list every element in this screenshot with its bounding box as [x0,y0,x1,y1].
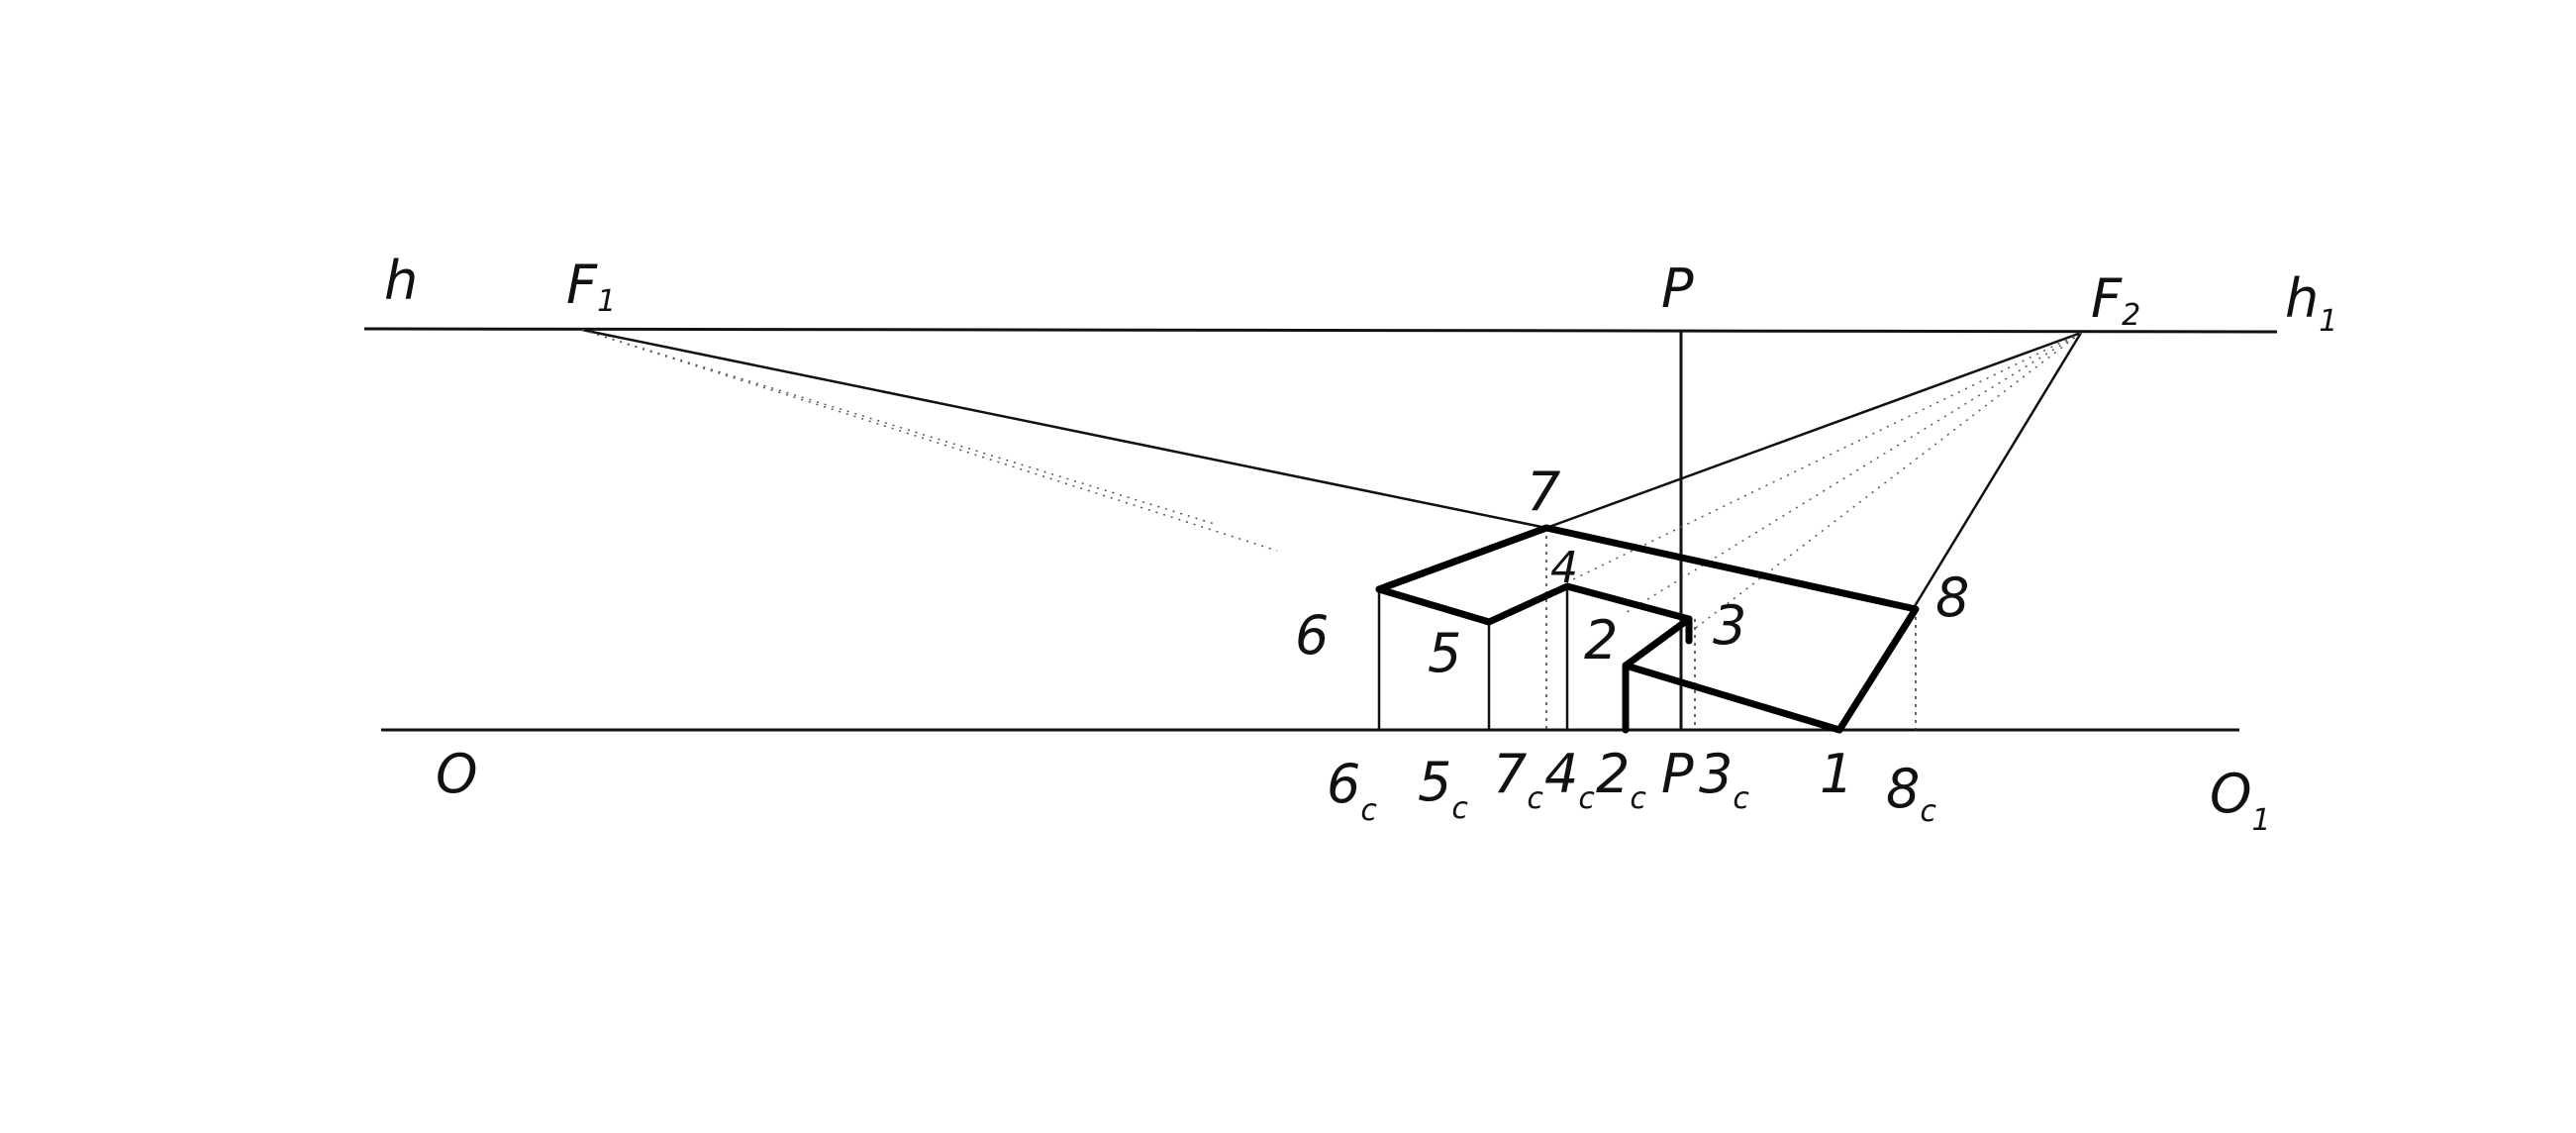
construction-line-f1-faint-a [581,329,1278,552]
horizon-line [363,327,2278,334]
construction-line-f2-4 [1566,332,2082,583]
label-o: O [436,743,478,805]
label-f1: F1 [566,254,616,319]
label-base-8c: 8c [1886,758,1936,829]
label-base-1: 1 [1820,743,1853,805]
label-base-p: P [1661,743,1694,805]
label-f2: F2 [2091,267,2140,333]
label-base-7c: 7c [1493,743,1543,816]
label-h1: h1 [2285,267,2337,339]
label-o1: O1 [2210,763,2271,838]
construction-line-f1-faint-b [581,329,1219,526]
label-base-3c: 3c [1699,743,1749,816]
construction-line-f2-7 [1545,331,2082,530]
label-point-8: 8 [1935,566,1969,629]
label-point-7: 7 [1527,461,1560,523]
label-h: h [384,250,418,312]
construction-line-f1-7 [581,328,1547,530]
construction-line-f2-3 [1687,332,2082,635]
label-point-4: 4 [1550,543,1578,593]
plan-edge-6-7 [1375,524,1550,593]
label-point-5: 5 [1428,622,1461,684]
label-base-4c: 4c [1544,743,1595,816]
label-base-5c: 5c [1418,751,1468,826]
label-base-6c: 6c [1327,753,1377,828]
label-point-3: 3 [1713,594,1746,657]
label-point-6: 6 [1295,604,1329,667]
label-p-top: P [1661,258,1694,320]
label-base-2c: 2c [1596,743,1646,816]
label-point-2: 2 [1584,609,1618,671]
